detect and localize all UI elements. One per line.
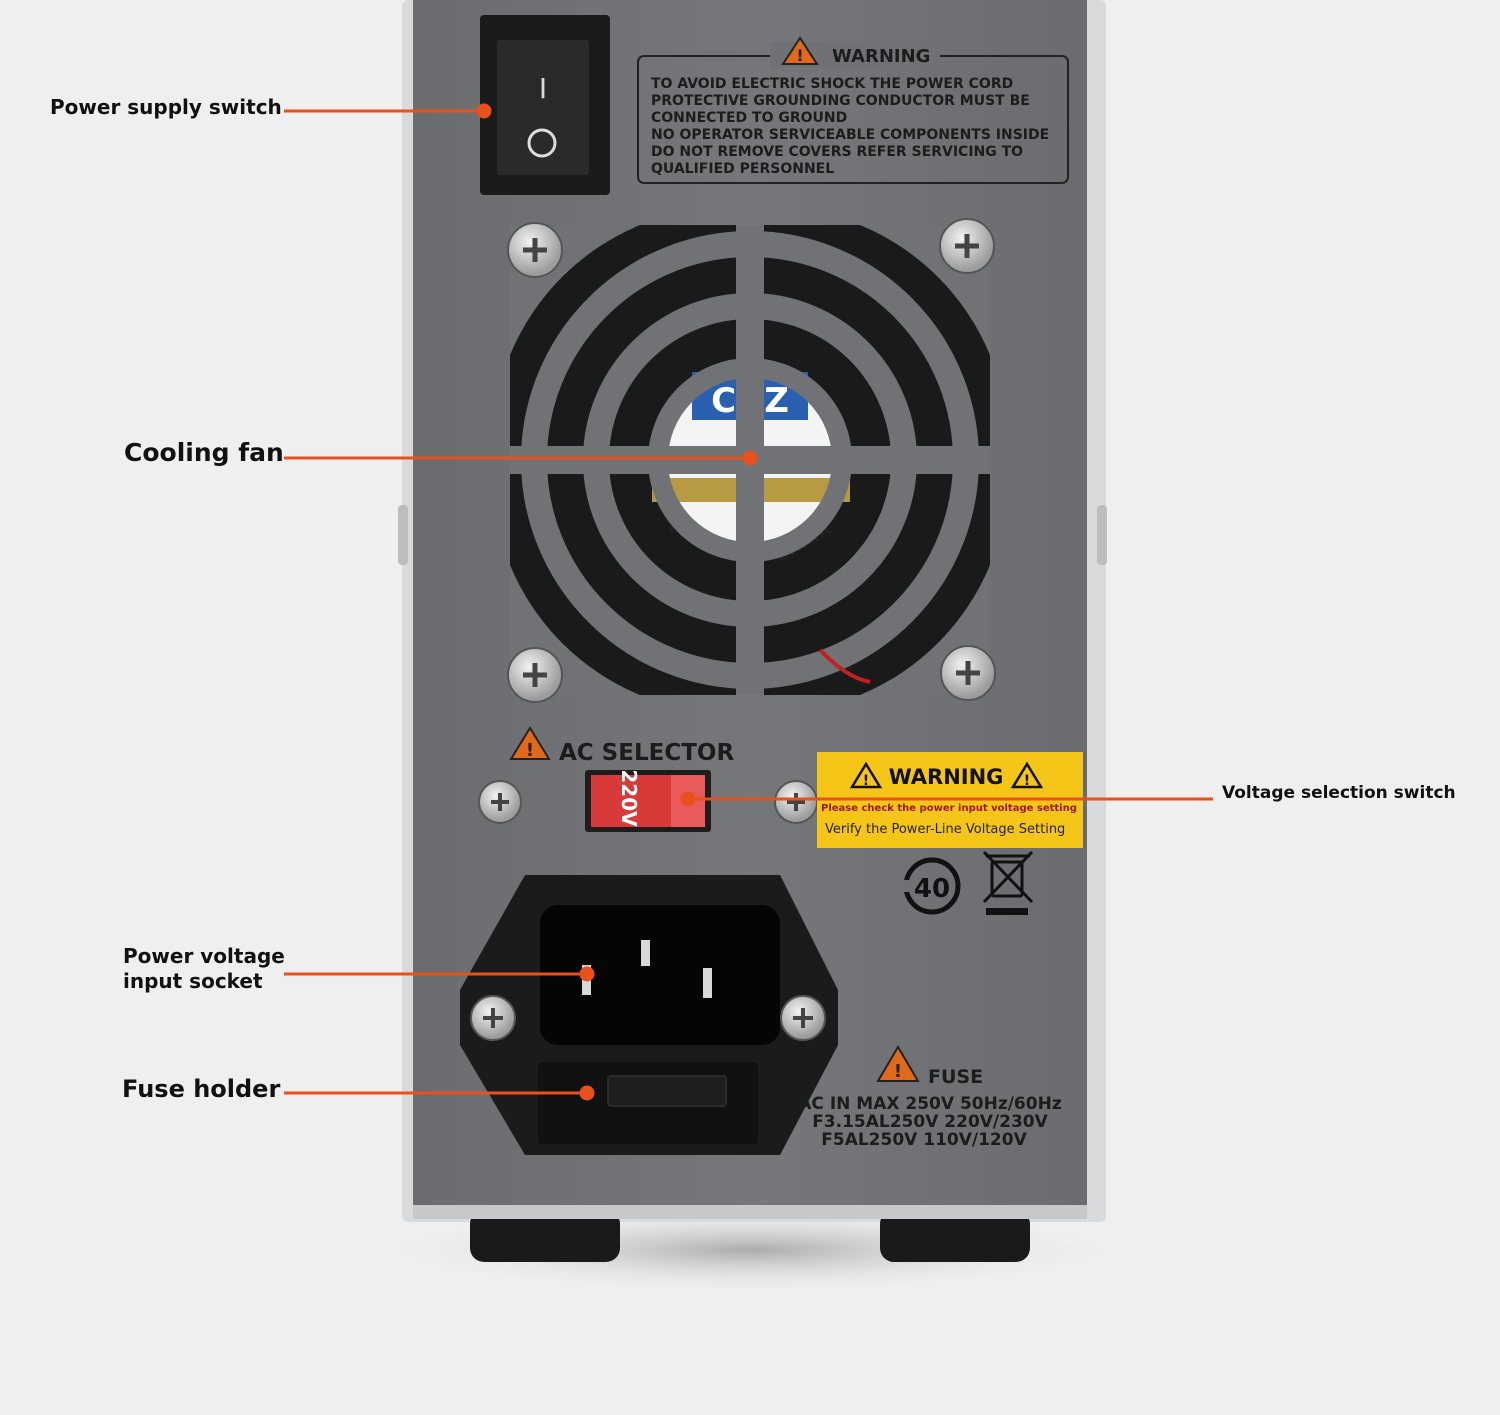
warning-line-4: NO OPERATOR SERVICEABLE COMPONENTS INSID…	[651, 127, 1049, 143]
callout-socket-line-1: Power voltage	[123, 944, 285, 968]
sticker-line-1: Please check the power input voltage set…	[821, 803, 1077, 814]
foot-left	[470, 1210, 620, 1262]
warning-triangle-icon	[509, 726, 551, 760]
fuse-title: FUSE	[928, 1066, 983, 1088]
callout-power-switch: Power supply switch	[50, 95, 282, 119]
callout-fuse-holder: Fuse holder	[122, 1075, 281, 1103]
warning-triangle-icon	[781, 36, 819, 65]
callout-voltage-switch: Voltage selection switch	[1222, 783, 1456, 803]
fuse-line-1: AC IN MAX 250V 50Hz/60Hz	[798, 1094, 1062, 1114]
sticker-line-2: Verify the Power-Line Voltage Setting	[825, 822, 1065, 837]
callout-power-socket: Power voltage input socket	[123, 944, 285, 994]
power-switch[interactable]: I	[480, 15, 610, 195]
svg-text:!: !	[1024, 773, 1030, 789]
screw-icon	[470, 995, 516, 1041]
switch-off-symbol-ring	[527, 128, 557, 158]
screw-icon	[774, 780, 818, 824]
cooling-fan: CDZ MADE CHINA	[510, 225, 990, 695]
screw-icon	[478, 780, 522, 824]
warning-triangle-icon	[876, 1045, 920, 1082]
sticker-title: WARNING	[889, 765, 1004, 789]
warning-line-3: CONNECTED TO GROUND	[651, 110, 847, 126]
environment-protection-icon: 40	[902, 857, 961, 915]
voltage-selector-switch[interactable]: 220V	[585, 769, 711, 832]
fuse-rating-block: ! FUSE AC IN MAX 250V 50Hz/60Hz F3.15AL2…	[798, 1045, 1062, 1150]
fuse-line-2: F3.15AL250V 220V/230V	[812, 1112, 1048, 1132]
screw-icon	[780, 995, 826, 1041]
ac-selector-label-group: ! AC SELECTOR	[509, 726, 734, 766]
svg-text:!: !	[894, 1061, 902, 1082]
screw-icon	[940, 645, 996, 701]
switch-on-symbol: I	[539, 72, 547, 105]
fuse-holder[interactable]	[538, 1062, 758, 1144]
voltage-warning-sticker: ! ! WARNING Please check the power input…	[817, 752, 1083, 848]
screw-icon	[939, 218, 995, 274]
selector-value: 220V	[617, 769, 641, 827]
callout-socket-line-2: input socket	[123, 969, 263, 993]
svg-text:!: !	[796, 46, 803, 65]
svg-text:!: !	[863, 773, 869, 789]
fuse-line-3: F5AL250V 110V/120V	[821, 1130, 1027, 1150]
svg-text:!: !	[526, 740, 534, 761]
warning-line-2: PROTECTIVE GROUNDING CONDUCTOR MUST BE	[651, 93, 1030, 109]
warning-box: ! WARNING TO AVOID ELECTRIC SHOCK THE PO…	[637, 36, 1069, 184]
warning-title: WARNING	[832, 46, 930, 67]
screw-icon	[507, 647, 563, 703]
eco-badge-value: 40	[914, 874, 950, 904]
ac-selector-label: AC SELECTOR	[559, 740, 734, 766]
foot-right	[880, 1210, 1030, 1262]
screw-icon	[507, 222, 563, 278]
callout-cooling-fan: Cooling fan	[124, 438, 284, 467]
warning-line-1: TO AVOID ELECTRIC SHOCK THE POWER CORD	[651, 76, 1013, 92]
weee-bin-icon	[982, 850, 1034, 915]
warning-line-5: DO NOT REMOVE COVERS REFER SERVICING TO	[651, 144, 1023, 160]
warning-line-6: QUALIFIED PERSONNEL	[651, 161, 834, 177]
